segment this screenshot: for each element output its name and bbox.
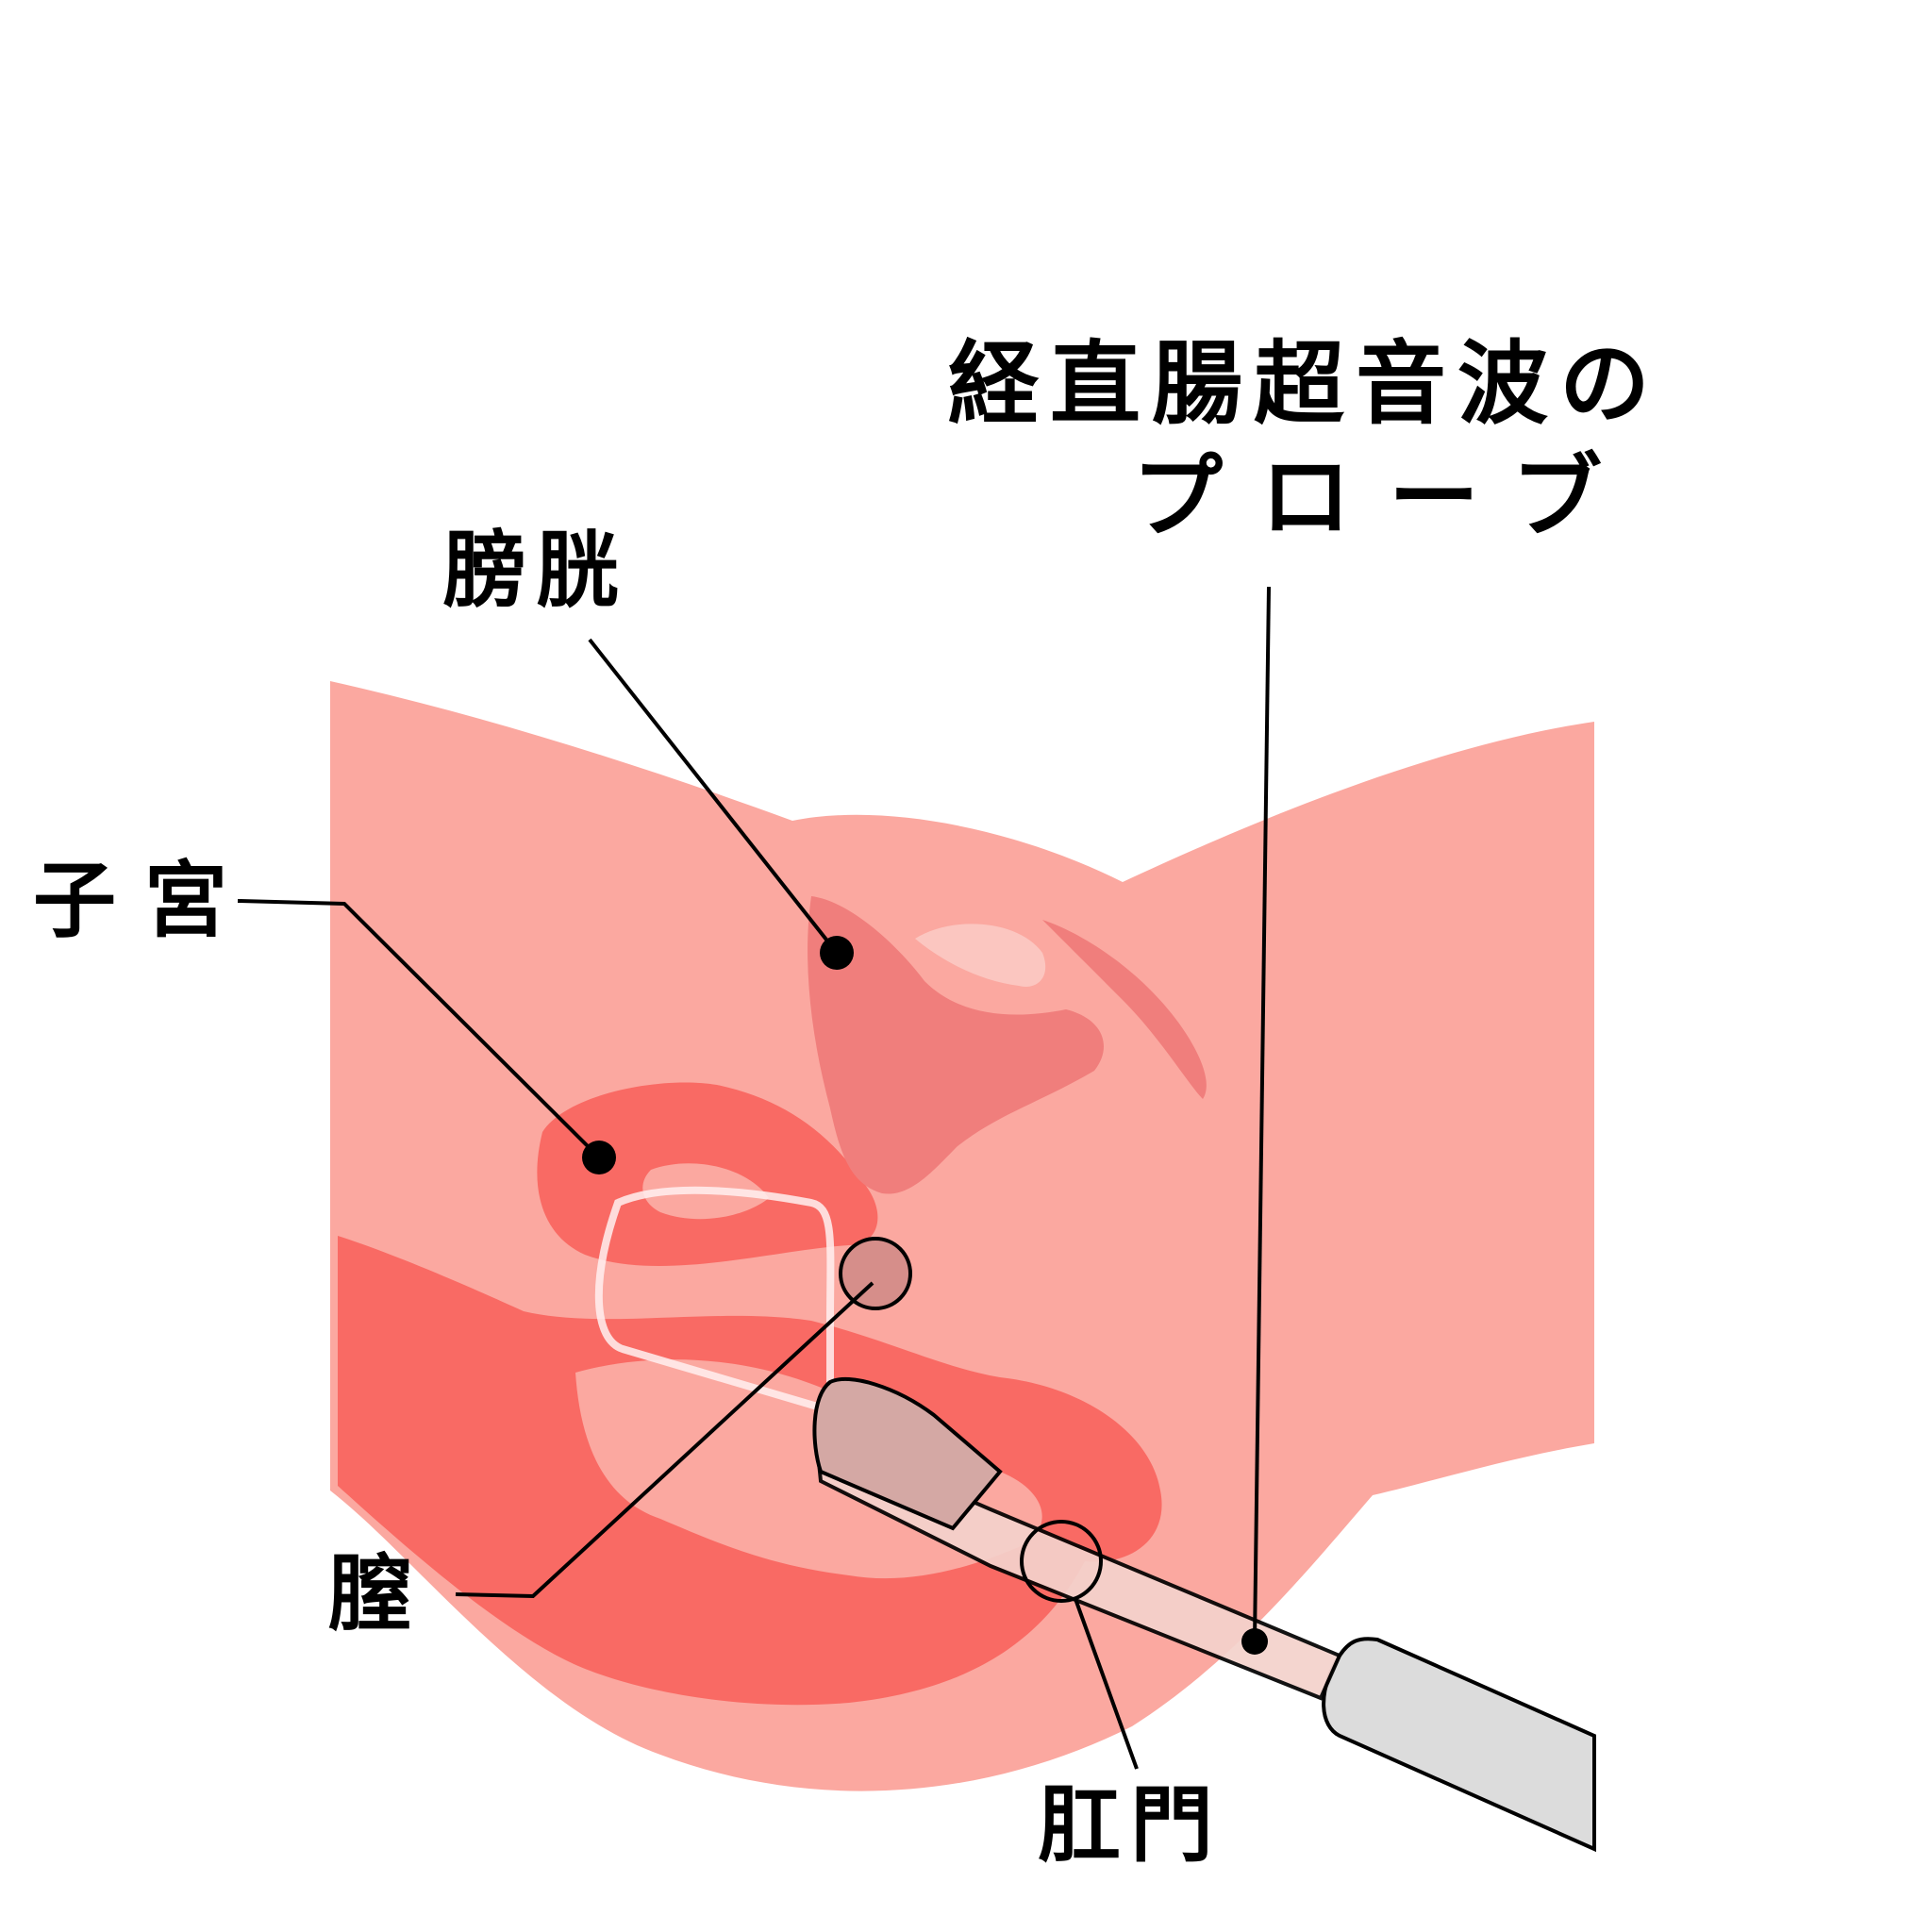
leader-anus (1074, 1598, 1139, 1770)
vagina-marker (839, 1237, 912, 1310)
bladder-label: 膀胱 (443, 522, 628, 619)
anus-label: 肛門 (1038, 1776, 1223, 1874)
bladder-shape (808, 896, 1104, 1194)
probe-label-line2: プローブ (1132, 444, 1640, 550)
bladder-dot (820, 936, 854, 970)
leader-uterus (237, 899, 601, 1159)
vagina-label: 膣 (328, 1545, 411, 1642)
uterus-label: 子宮 (33, 852, 256, 949)
uterus-dot (582, 1141, 616, 1174)
leader-vagina (455, 1281, 874, 1599)
leader-bladder (588, 638, 839, 955)
probe-label-line1: 経直腸超音波の (948, 331, 1661, 437)
leader-probe (1253, 586, 1271, 1642)
probe-dot (1241, 1628, 1268, 1655)
vagina-outline (594, 1186, 835, 1416)
probe-handle (1322, 1637, 1596, 1853)
ultrasound-probe (812, 1377, 1596, 1853)
probe-tip (812, 1377, 1003, 1531)
bladder-wall-curve (1042, 920, 1207, 1099)
anus-marker (1020, 1520, 1103, 1603)
bladder-highlight (915, 924, 1046, 987)
